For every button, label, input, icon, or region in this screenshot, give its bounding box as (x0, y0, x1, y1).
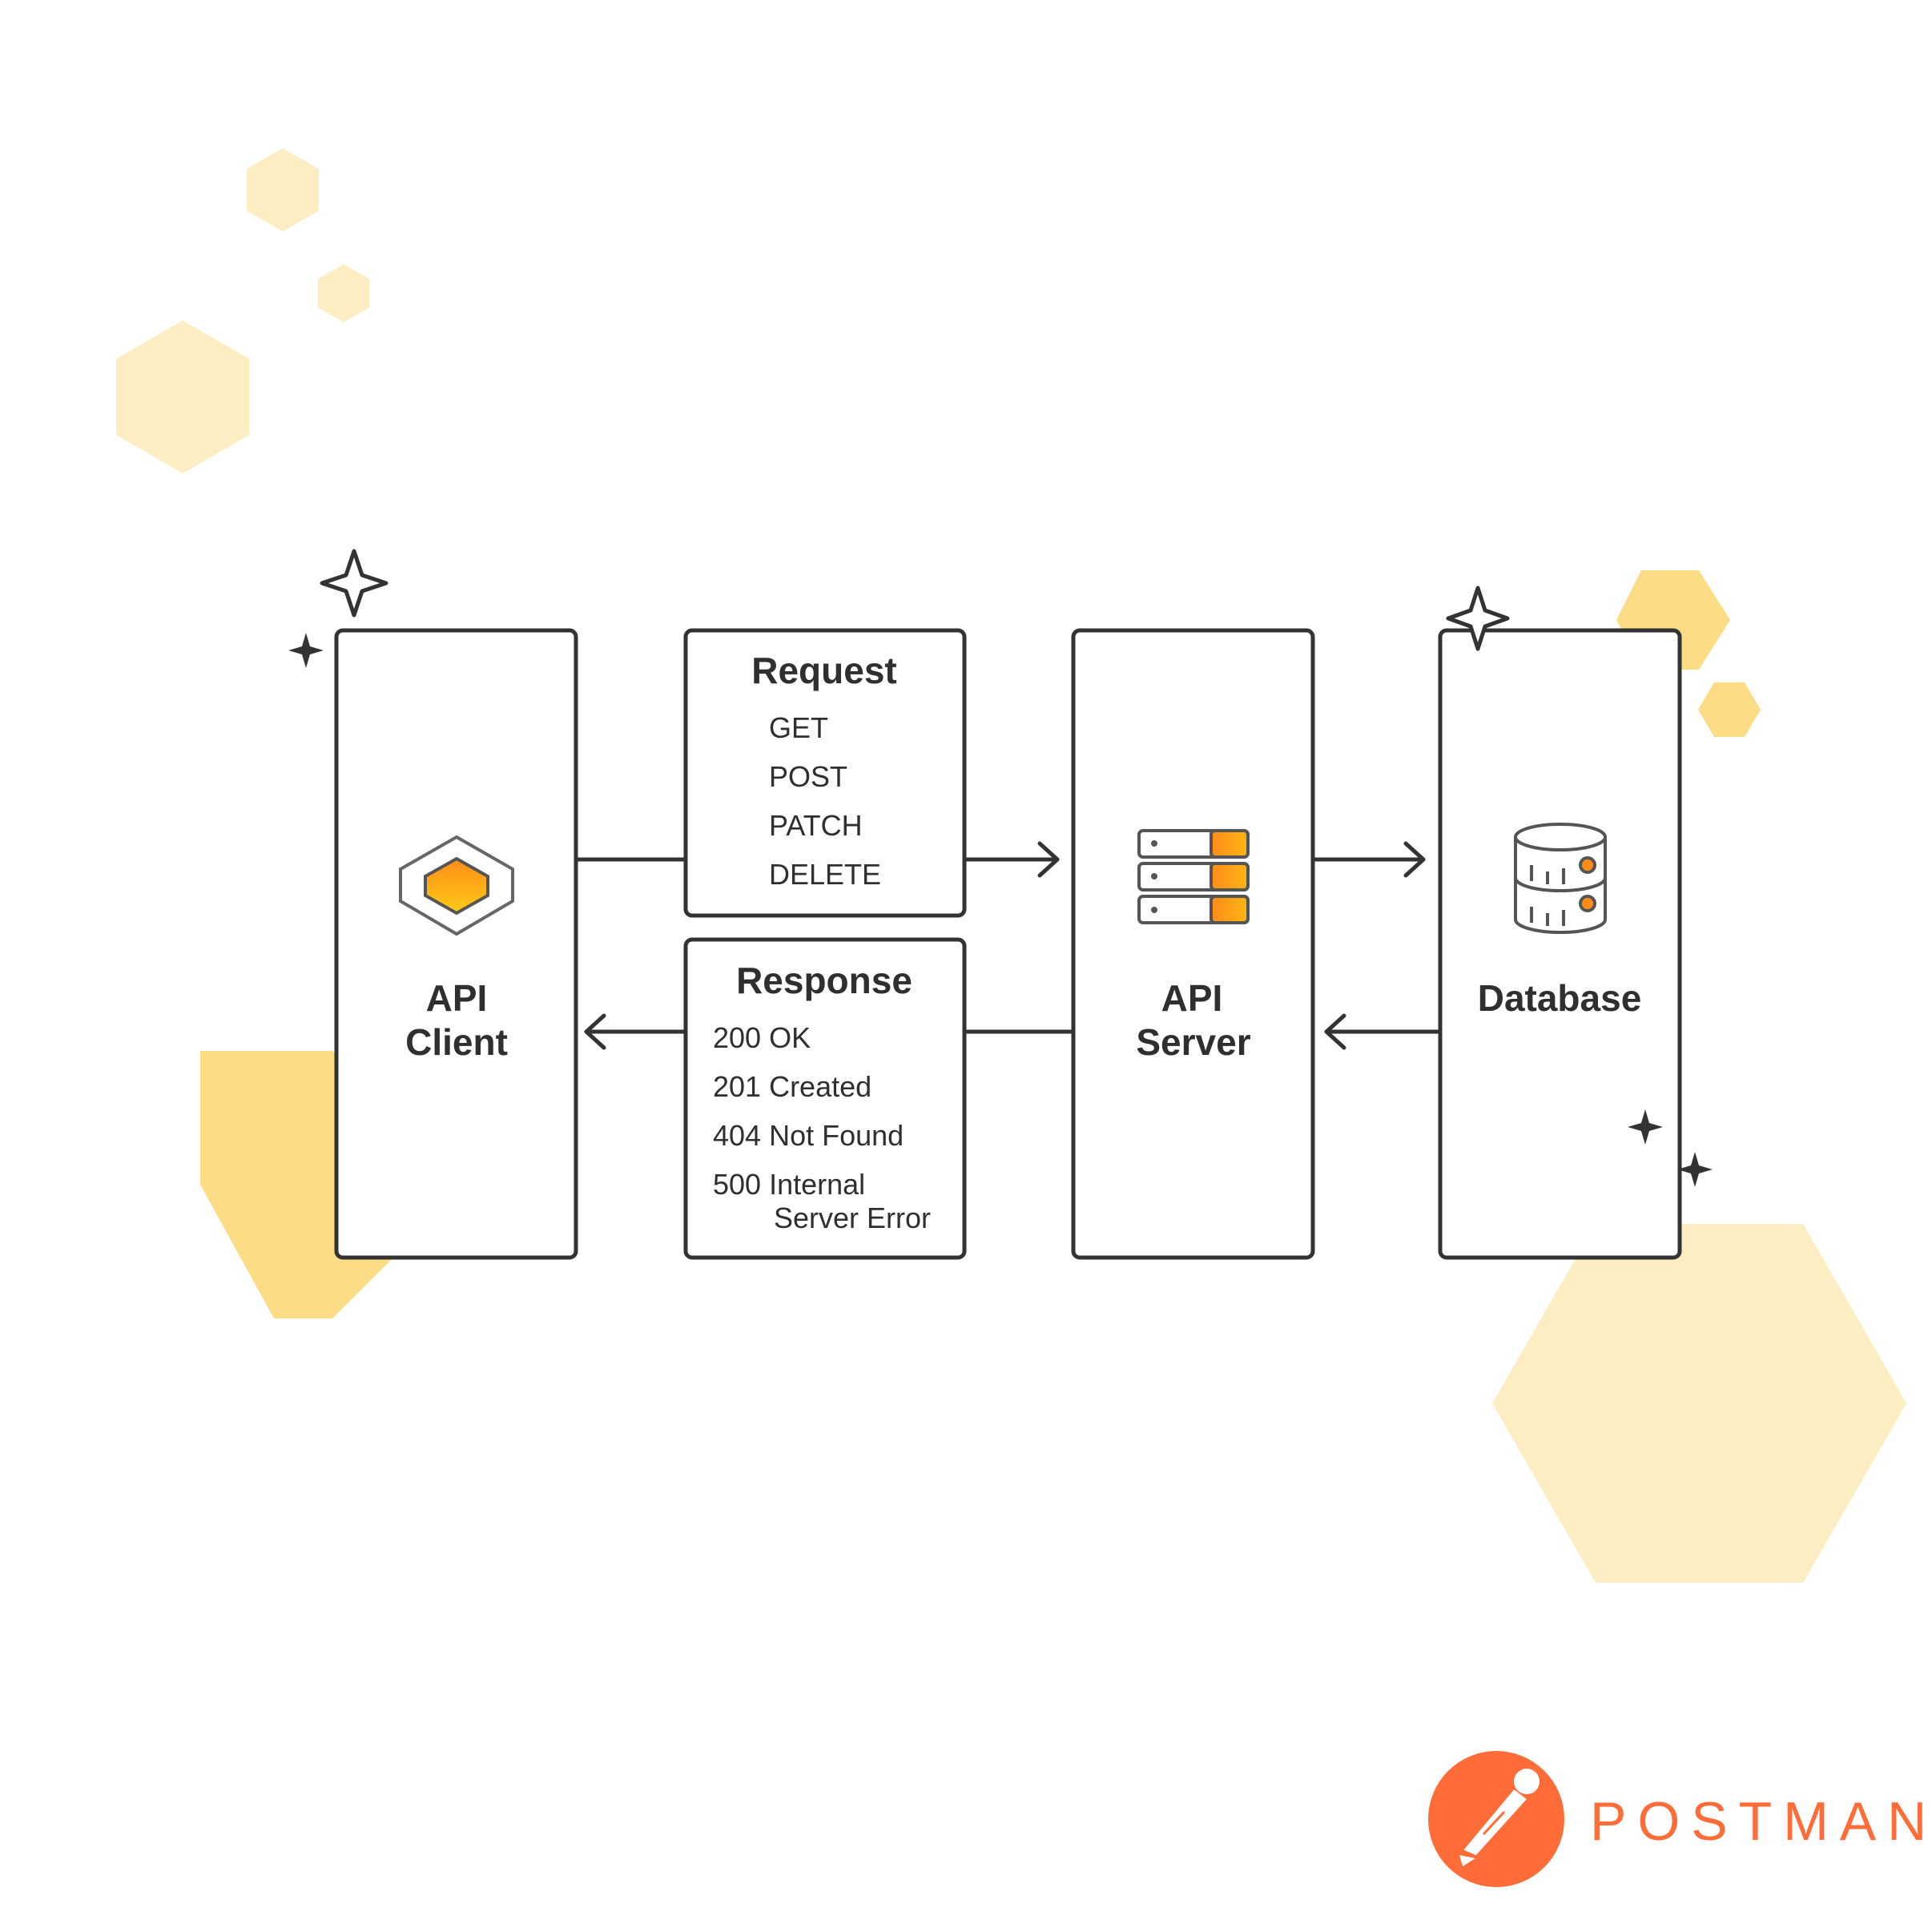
sparkle-icon-database-2 (1677, 1152, 1713, 1187)
bg-hexagon-small (318, 264, 369, 322)
response-code-404: 404 Not Found (713, 1119, 904, 1152)
background-hexagons (116, 148, 1906, 1583)
database-box (1438, 628, 1682, 1260)
sparkles (288, 549, 1713, 1187)
api-client-box (334, 628, 578, 1260)
server-return-arrowhead (1324, 1013, 1346, 1050)
api-client-label-line1: API (426, 977, 488, 1019)
request-title: Request (751, 650, 896, 691)
api-server-label-line2: Server (1136, 1021, 1250, 1063)
response-code-500-cont: Server Error (774, 1201, 931, 1234)
hexagon-icon-inner (424, 856, 489, 916)
request-box (683, 628, 967, 918)
postman-brand: POSTMAN (1428, 1751, 1932, 1887)
api-server-label-line1: API (1161, 977, 1223, 1019)
bg-hexagon-large (1492, 1224, 1906, 1583)
bg-hexagon-left (116, 320, 249, 473)
sparkle-icon-client (288, 633, 324, 668)
request-arrowhead (1037, 841, 1060, 878)
request-method-delete: DELETE (769, 858, 881, 891)
client-return-arrowhead (584, 1013, 606, 1050)
response-code-201: 201 Created (713, 1070, 871, 1103)
api-client-node: API Client (334, 628, 578, 1260)
sparkle-outline-icon-client (320, 549, 388, 618)
response-box (683, 937, 967, 1260)
api-server-node: API Server (1071, 628, 1315, 1260)
database-node: Database (1438, 628, 1682, 1260)
request-method-get: GET (769, 711, 828, 744)
bg-hexagon-database-small (1698, 682, 1761, 737)
hexagon-icon (399, 835, 514, 936)
connectors (574, 841, 1441, 1050)
postman-wordmark: POSTMAN (1590, 1791, 1932, 1852)
database-label: Database (1478, 977, 1642, 1019)
request-node: Request GET POST PATCH DELETE (683, 628, 967, 918)
api-server-box (1071, 628, 1315, 1260)
server-rack-icon (1137, 829, 1250, 924)
response-code-200: 200 OK (713, 1021, 811, 1054)
response-node: Response 200 OK 201 Created 404 Not Foun… (683, 937, 967, 1260)
api-client-label-line2: Client (405, 1021, 508, 1063)
bg-hexagon-client (200, 1051, 466, 1318)
sparkle-icon-database-1 (1628, 1109, 1663, 1145)
response-title: Response (736, 960, 912, 1001)
database-arrowhead (1403, 841, 1426, 878)
postman-logo-icon (1428, 1751, 1564, 1887)
bg-hexagon-top (247, 148, 319, 231)
sparkle-outline-icon-database (1446, 586, 1510, 651)
database-icon (1514, 823, 1607, 934)
request-method-patch: PATCH (769, 809, 863, 842)
response-code-500: 500 Internal (713, 1168, 865, 1201)
request-method-post: POST (769, 760, 847, 793)
